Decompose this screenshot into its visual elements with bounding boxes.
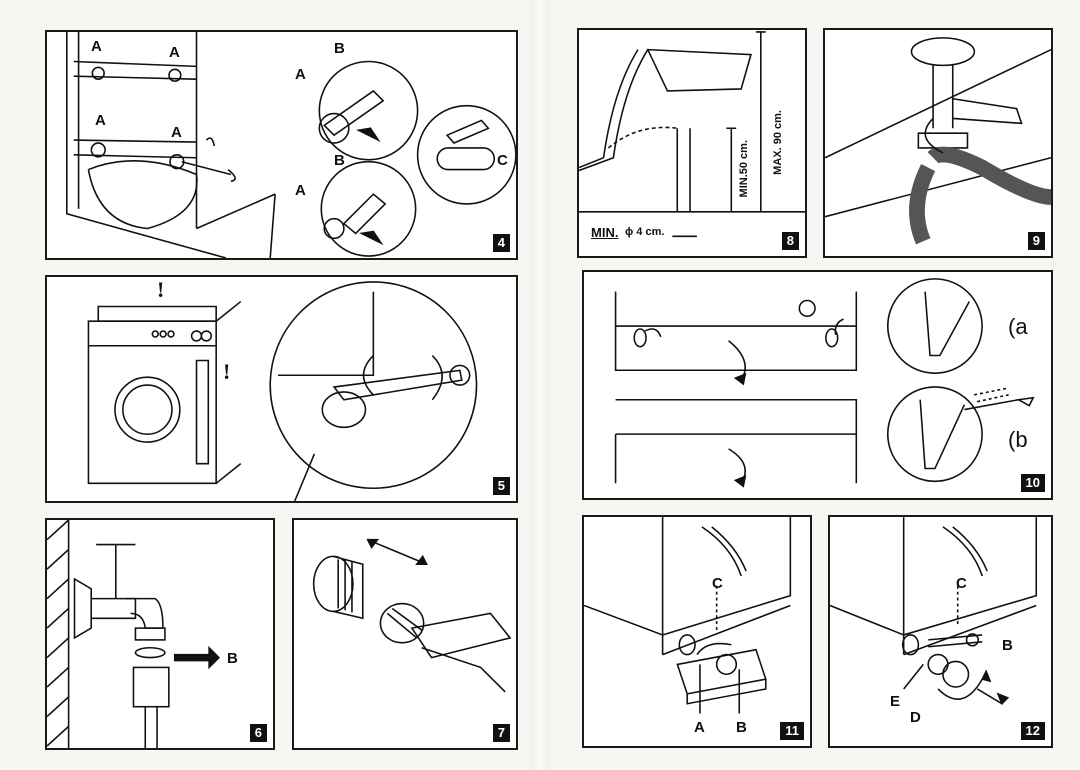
label-b: B bbox=[334, 152, 345, 169]
figure-number: 5 bbox=[492, 477, 510, 495]
figure-number: 12 bbox=[1020, 722, 1045, 740]
figure-12: C B E D 12 bbox=[828, 515, 1053, 748]
label-a: A bbox=[694, 719, 705, 736]
label-a: A bbox=[171, 124, 182, 141]
sub-figure-a: (a bbox=[1008, 314, 1028, 339]
sub-figure-b: (b bbox=[1008, 427, 1028, 452]
warning-mark: ! bbox=[223, 359, 231, 384]
figure-10-drawing bbox=[614, 278, 1035, 488]
label-b: B bbox=[334, 40, 345, 57]
figure-9: 9 bbox=[823, 28, 1053, 258]
figure-7-drawing bbox=[312, 538, 512, 693]
label-c: C bbox=[712, 575, 723, 592]
figure-number: 6 bbox=[249, 724, 267, 742]
figure-number: 9 bbox=[1027, 232, 1045, 250]
figure-9-drawing bbox=[825, 37, 1051, 245]
label-c: C bbox=[956, 575, 967, 592]
figure-4-drawing bbox=[66, 32, 516, 258]
label-b: B bbox=[736, 719, 747, 736]
figure-6: B 6 bbox=[45, 518, 275, 750]
label-a: A bbox=[295, 66, 306, 83]
figure-11-drawing bbox=[584, 517, 792, 714]
diameter-value: ϕ 4 cm. bbox=[625, 226, 665, 238]
min-height-label: MIN.50 cm. bbox=[738, 140, 750, 198]
figure-5: ! ! 5 bbox=[45, 275, 518, 503]
figure-number: 7 bbox=[492, 724, 510, 742]
label-c: C bbox=[497, 152, 508, 169]
min-diameter-label: MIN. bbox=[591, 225, 619, 240]
label-b: B bbox=[227, 650, 238, 667]
max-height-label: MAX. 90 cm. bbox=[772, 110, 784, 175]
label-e: E bbox=[890, 693, 901, 710]
figure-11: C A B 11 bbox=[582, 515, 812, 748]
warning-mark: ! bbox=[157, 277, 165, 302]
figure-5-drawing bbox=[87, 281, 478, 501]
figure-8: MAX. 90 cm. MIN.50 cm. MIN. ϕ 4 cm. 8 bbox=[577, 28, 807, 258]
figure-number: 10 bbox=[1020, 474, 1045, 492]
figure-12-drawing bbox=[830, 517, 1038, 706]
figure-7: 7 bbox=[292, 518, 518, 750]
figure-6-drawing bbox=[47, 520, 221, 748]
label-a: A bbox=[169, 44, 180, 61]
label-b: B bbox=[1002, 637, 1013, 654]
page-gutter bbox=[530, 0, 550, 770]
label-a: A bbox=[295, 182, 306, 199]
figure-number: 4 bbox=[492, 234, 510, 252]
figure-8-drawing bbox=[579, 31, 805, 238]
label-a: A bbox=[95, 112, 106, 129]
figure-number: 8 bbox=[781, 232, 799, 250]
figure-4: A A A A B A B A C 4 bbox=[45, 30, 518, 260]
label-a: A bbox=[91, 38, 102, 55]
label-d: D bbox=[910, 709, 921, 726]
figure-number: 11 bbox=[780, 722, 804, 740]
figure-10: (a (b 10 bbox=[582, 270, 1053, 500]
